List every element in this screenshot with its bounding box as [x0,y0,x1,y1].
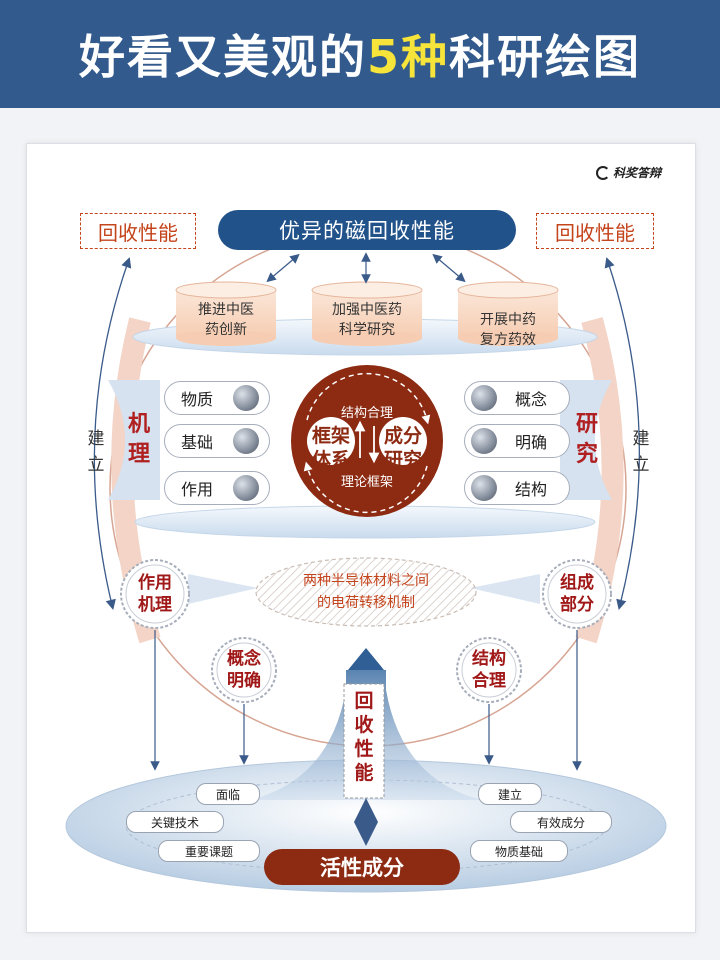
bottom-title: 活性成分 [264,849,460,885]
left-item-3: 作用 [164,471,270,505]
label-top-left: 回收性能 [80,213,196,249]
bottom-left-pill-1: 面临 [196,783,260,805]
bottom-right-pill-1: 建立 [478,783,542,805]
cylinder-1-label: 推进中医药创新 [198,302,254,338]
arrow-label-box [343,683,385,799]
arrow-label: 回收性能 [354,690,374,784]
cylinder-2-label: 加强中医药科学研究 [332,302,402,338]
node-left-outer-label: 作用机理 [138,573,172,615]
bottom-left-pill-2: 关键技术 [126,811,224,833]
node-right-outer [542,559,612,629]
left-item-2: 基础 [164,424,270,458]
brand-logo: 科奖答辩 [596,164,661,181]
node-left-outer [120,559,190,629]
node-right-inner [456,637,522,703]
cylinder-3 [457,281,559,346]
left-vertical-label: 建立 [87,429,105,475]
right-outer-arrow [604,257,640,611]
cylinder-3-label: 开展中药复方药效 [480,312,536,348]
left-chevron [108,380,160,500]
sphere-icon [471,428,497,454]
node-left-inner-label: 概念明确 [227,649,261,691]
mechanism-label: 两种半导体材料之间的电荷转移机制 [303,573,429,611]
sphere-icon [471,385,497,411]
sphere-icon [233,385,260,411]
center-bottom-label: 理论框架 [340,475,393,490]
left-outer-arrow [93,257,132,611]
bottom-right-pill-2: 有效成分 [510,811,612,833]
node-left-inner [211,637,277,703]
cylinder-1 [175,281,277,346]
brand-icon [596,165,610,180]
center-circle [291,365,443,517]
top-title: 优异的磁回收性能 [218,210,516,250]
mechanism-ellipse [255,557,477,627]
label-top-right: 回收性能 [536,213,654,249]
title-banner: 好看又美观的5种科研绘图 [0,0,720,108]
cylinder-2 [311,281,423,346]
center-top-label: 结构合理 [340,406,393,421]
center-left-label: 框架体系 [311,425,350,471]
right-chevron [560,380,612,500]
sphere-icon [233,428,260,454]
sphere-icon [233,475,260,501]
right-item-2: 明确 [464,424,570,458]
bottom-right-pill-3: 物质基础 [470,840,568,862]
node-right-inner-label: 结构合理 [472,649,506,691]
right-word: 研究 [575,412,598,467]
center-right-label: 成分研究 [383,425,422,471]
bottom-left-pill-3: 重要课题 [158,840,260,862]
banner-title: 好看又美观的5种科研绘图 [78,30,641,84]
right-vertical-label: 建立 [632,429,650,475]
sphere-icon [471,475,497,501]
node-right-outer-label: 组成部分 [560,573,594,615]
left-word: 机理 [127,412,150,467]
right-item-3: 结构 [464,471,570,505]
left-item-1: 物质 [164,381,270,415]
right-item-1: 概念 [464,381,570,415]
